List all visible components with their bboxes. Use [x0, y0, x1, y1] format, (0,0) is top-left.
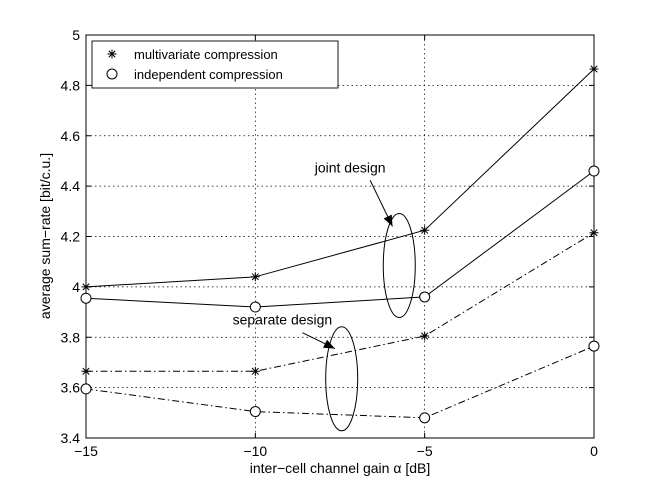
data-point-circle	[80, 292, 92, 304]
series-line-separate-circle	[85, 345, 595, 419]
plot-frame	[85, 34, 595, 439]
annotations: joint design separate design	[233, 159, 416, 432]
x-tick-label: −5	[417, 443, 433, 459]
x-axis-label: inter−cell channel gain α [dB]	[250, 460, 430, 476]
y-tick-label: 3.8	[61, 329, 81, 345]
data-point-circle	[419, 412, 431, 424]
data-point-asterisk	[420, 225, 430, 235]
annotation-label: separate design	[233, 312, 333, 328]
data-point-asterisk	[589, 64, 599, 74]
series-line-separate-asterisk	[86, 232, 595, 372]
y-tick-label: 4.6	[61, 128, 81, 144]
y-tick-label: 4	[72, 279, 80, 295]
y-tick-label: 3.4	[61, 430, 81, 446]
data-point-circle	[419, 291, 431, 303]
legend-label: independent compression	[134, 67, 283, 82]
y-tick-label: 3.6	[61, 380, 81, 396]
data-point-asterisk	[81, 366, 91, 376]
grid	[86, 35, 594, 438]
data-point-asterisk	[589, 228, 599, 238]
data-point-asterisk	[81, 282, 91, 292]
y-tick-label: 4.4	[61, 178, 81, 194]
annotation-arrowhead	[323, 339, 335, 349]
y-tick-label: 4.2	[61, 229, 81, 245]
data-point-asterisk	[107, 49, 117, 59]
data-point-circle	[80, 383, 92, 395]
y-tick-label: 5	[72, 27, 80, 43]
y-tick-label: 4.8	[61, 77, 81, 93]
axis-ticks: −15 −10 −5 0 3.4 3.6 3.8 4 4.2 4.4 4.6 4.8 5	[61, 27, 599, 459]
annotation-label: joint design	[314, 159, 386, 175]
data-point-circle	[249, 406, 261, 418]
y-axis-label: average sum−rate [bit/c.u.]	[37, 153, 53, 319]
annotation-ellipse	[382, 212, 416, 318]
series-line-joint-asterisk	[85, 68, 595, 288]
data-point-circle	[588, 340, 600, 352]
annotation-ellipse	[325, 326, 359, 432]
data-point-circle	[106, 68, 118, 80]
legend-box	[91, 40, 339, 89]
annotation-arrowhead	[383, 214, 393, 227]
legend: multivariate compression independent comp…	[91, 40, 339, 89]
data-point-asterisk	[250, 366, 260, 376]
data-point-asterisk	[250, 272, 260, 282]
data-point-circle	[588, 165, 600, 177]
legend-label: multivariate compression	[134, 47, 278, 62]
x-tick-label: −15	[74, 443, 98, 459]
series-line-joint-circle	[85, 170, 595, 308]
data-point-asterisk	[420, 331, 430, 341]
x-tick-label: −10	[243, 443, 267, 459]
x-tick-label: 0	[590, 443, 598, 459]
data-point-circle	[249, 301, 261, 313]
series-lines	[80, 64, 600, 424]
